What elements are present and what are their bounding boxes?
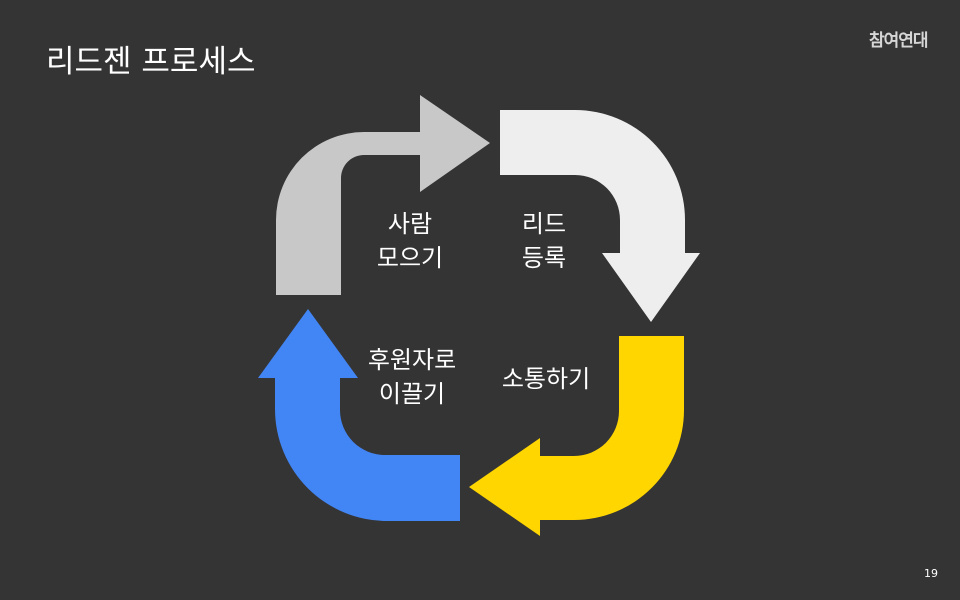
step-label-line: 이끌기	[378, 380, 446, 408]
step-label-lead-to-donor: 후원자로 이끌기	[352, 343, 472, 411]
step-label-communicate: 소통하기	[486, 362, 606, 396]
arrow-lead-to-donor	[258, 309, 460, 521]
arrow-register-lead	[500, 110, 700, 322]
logo: 참여연대	[869, 31, 929, 51]
step-label-line: 후원자로	[367, 346, 457, 374]
arrow-gather-people	[276, 95, 490, 295]
step-label-register-lead: 리드 등록	[494, 207, 594, 275]
step-label-line: 리드	[521, 210, 567, 238]
slide-title: 리드젠 프로세스	[46, 44, 256, 80]
step-label-line: 모으기	[376, 244, 444, 272]
page-number: 19	[924, 567, 938, 580]
step-label-gather-people: 사람 모으기	[360, 207, 460, 275]
step-label-line: 등록	[521, 244, 567, 272]
step-label-line: 사람	[387, 210, 433, 238]
arrow-communicate	[469, 336, 684, 536]
step-label-line: 소통하기	[501, 365, 591, 393]
